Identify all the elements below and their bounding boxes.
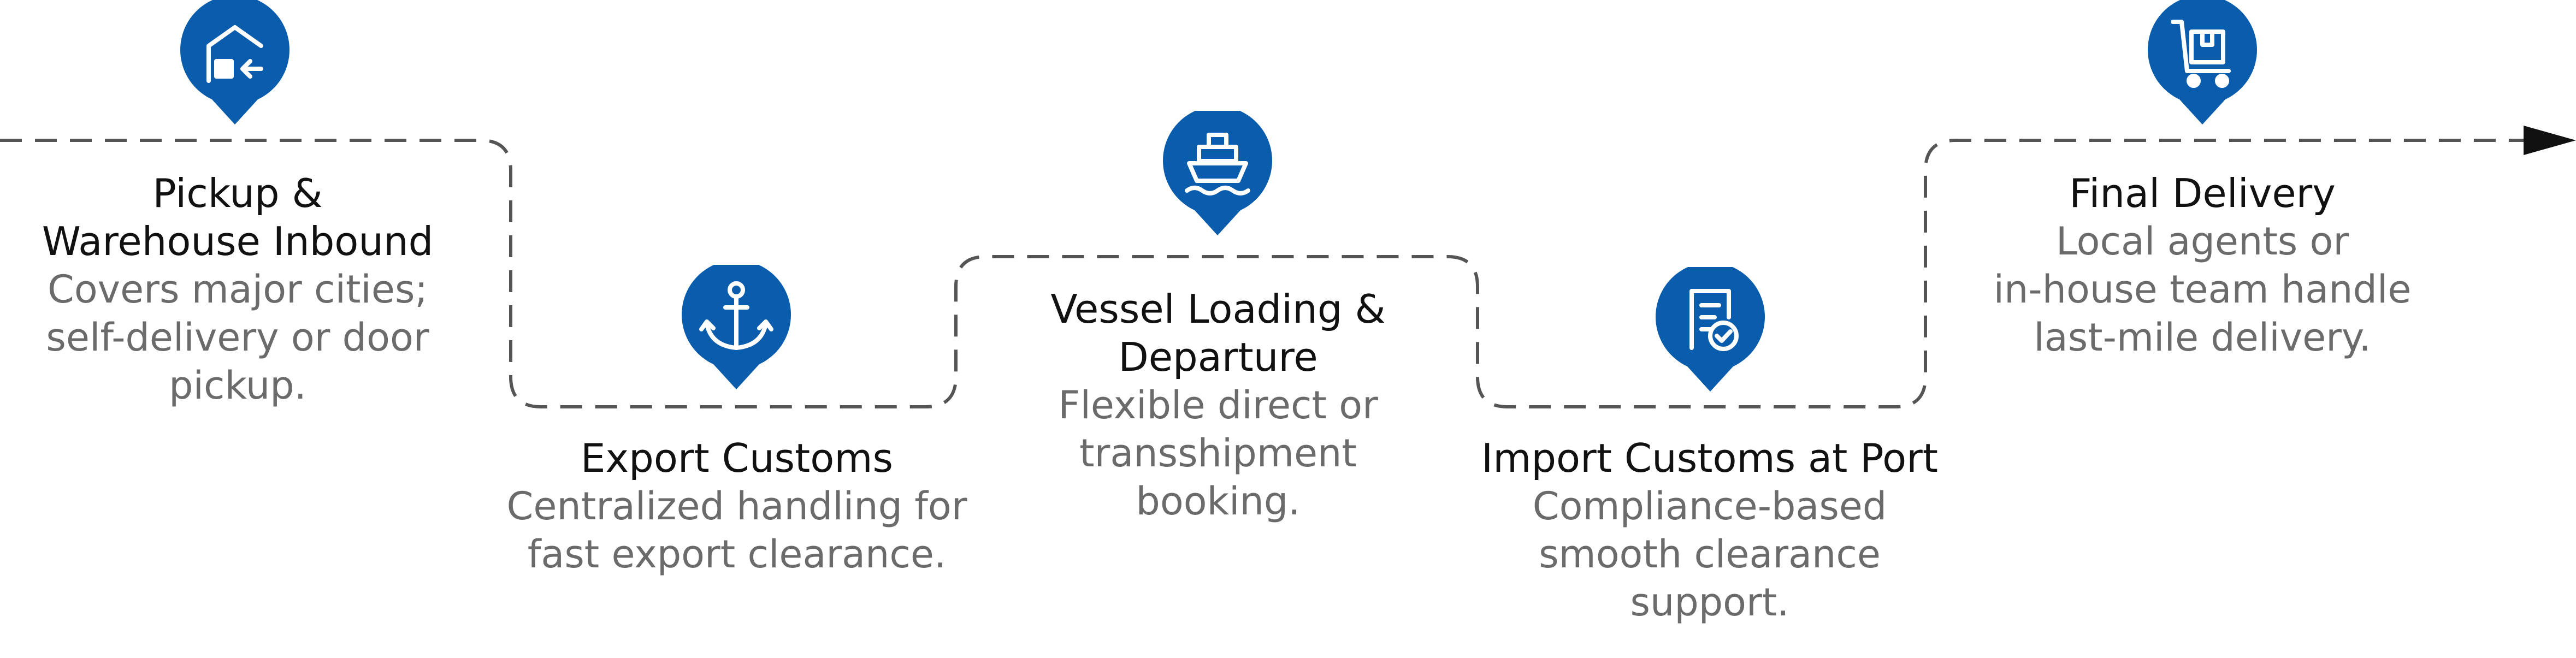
step-final-delivery: Final Delivery Local agents or in-house … <box>1994 169 2412 361</box>
step-title: Import Customs at Port <box>1481 434 1938 482</box>
step-title-line: Import Customs at Port <box>1481 435 1939 481</box>
step-vessel-loading: Vessel Loading & Departure Flexible dire… <box>1050 285 1385 525</box>
route-dashed-path <box>0 139 2529 408</box>
import-customs-pin <box>1656 267 1765 398</box>
step-description: Flexible direct or transshipment booking… <box>1050 381 1385 525</box>
step-title-line: Vessel Loading & <box>1050 286 1386 332</box>
step-description-line: transshipment <box>1079 431 1357 476</box>
final-delivery-pin <box>2148 0 2257 131</box>
step-title: Export Customs <box>506 434 967 482</box>
route-arrowhead <box>2524 126 2576 155</box>
step-description-line: Flexible direct or <box>1058 383 1378 428</box>
step-description: Covers major cities; self-delivery or do… <box>42 265 434 410</box>
delivery-cart-icon <box>2171 20 2231 88</box>
step-title: Vessel Loading & Departure <box>1050 285 1385 381</box>
step-description-line: self-delivery or door <box>46 315 429 360</box>
step-description-line: in-house team handle <box>1993 267 2412 312</box>
step-description-line: Centralized handling for <box>506 484 967 529</box>
step-description-line: support. <box>1630 580 1789 625</box>
step-title-line: Final Delivery <box>2069 170 2336 216</box>
step-description-line: smooth clearance <box>1539 532 1881 577</box>
pickup-pin <box>180 0 289 131</box>
step-title: Pickup & Warehouse Inbound <box>42 169 434 265</box>
step-description-line: Local agents or <box>2055 219 2349 264</box>
warehouse-icon <box>206 25 263 83</box>
step-title-line: Departure <box>1118 334 1318 380</box>
step-title-line: Pickup & <box>152 170 323 216</box>
step-title-line: Export Customs <box>581 435 893 481</box>
step-description-line: Covers major cities; <box>47 267 428 312</box>
ship-icon <box>1185 133 1250 195</box>
step-description: Centralized handling for fast export cle… <box>506 482 967 578</box>
step-pickup: Pickup & Warehouse Inbound Covers major … <box>42 169 434 410</box>
step-title: Final Delivery <box>1994 169 2412 217</box>
step-description-line: fast export clearance. <box>527 532 947 577</box>
step-description-line: Compliance-based <box>1532 484 1887 529</box>
step-title-line: Warehouse Inbound <box>42 218 434 264</box>
step-description: Compliance-based smooth clearance suppor… <box>1481 482 1938 626</box>
export-customs-pin <box>682 265 791 396</box>
anchor-icon <box>699 281 773 350</box>
step-description-line: booking. <box>1136 479 1301 524</box>
step-import-customs: Import Customs at Port Compliance-based … <box>1481 434 1938 626</box>
step-description-line: last-mile delivery. <box>2034 315 2371 360</box>
document-check-icon <box>1689 289 1739 351</box>
step-description-line: pickup. <box>169 363 306 408</box>
step-description: Local agents or in-house team handle las… <box>1994 217 2412 361</box>
vessel-loading-pin <box>1163 111 1272 242</box>
step-export-customs: Export Customs Centralized handling for … <box>506 434 967 578</box>
